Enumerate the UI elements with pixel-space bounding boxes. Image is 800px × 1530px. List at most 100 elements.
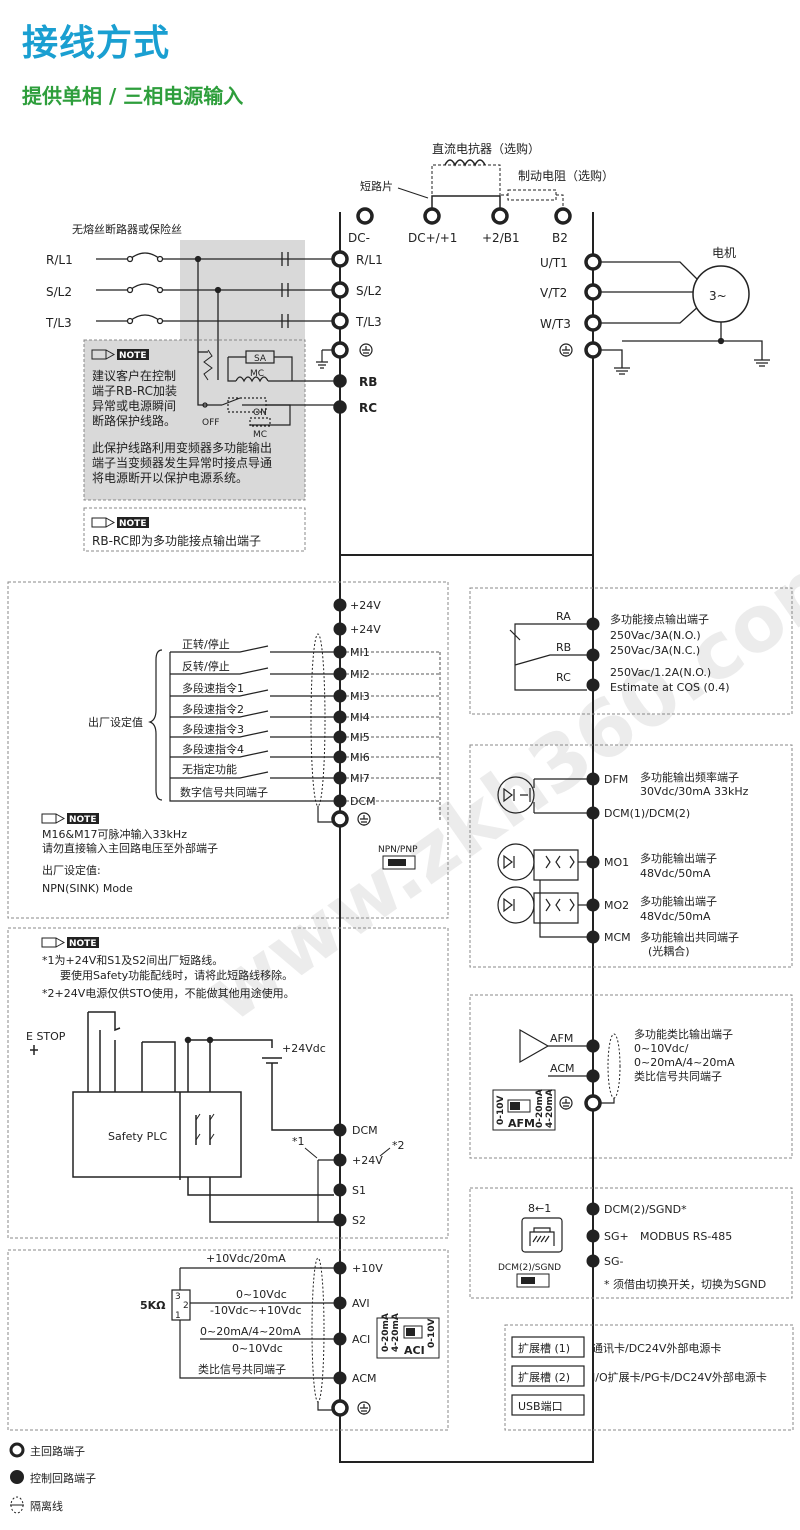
dc-terminals [356,207,572,225]
off-label: OFF [202,418,219,428]
term-rc: RC [359,401,377,415]
term-mi7: MI7 [350,772,370,785]
aci-sw-b: 4-20mA [391,1313,401,1352]
term-dcm: DCM [350,795,376,808]
note1-line4: 断路保护线路。 [92,413,176,428]
legend-main: 主回路端子 [30,1445,85,1458]
mark-1: *1 [292,1135,305,1148]
avi-range-1: 0~10Vdc [236,1288,287,1301]
afm-sw-right1: 0-20mA [535,1089,545,1128]
term-b2: B2 [552,231,568,245]
digital-input-section [7,581,449,919]
pot-pin-2: 2 [183,1301,189,1311]
term-s2: S2 [352,1214,366,1227]
analog-output-section [469,994,793,1159]
sgnd-switch-label: DCM(2)/SGND [498,1263,561,1273]
dfm-desc-1: 多功能输出频率端子 [640,770,739,784]
term-rb: RB [359,375,377,389]
svg-text:NOTE: NOTE [69,815,96,825]
di-label-6: 多段速指令4 [182,742,244,756]
afm-switch[interactable] [492,1089,556,1131]
motor-ground-icon [559,343,573,357]
safety-note-3: *2+24V电源仅供STO使用，不能做其他用途使用。 [42,986,295,1000]
afm-desc-2: 0~10Vdc/ [634,1042,689,1055]
breaker-label: 无熔丝断路器或保险丝 [72,222,182,236]
term-mo2: MO2 [604,899,629,912]
estop-label: E STOP [26,1030,66,1043]
term-ra: RA [556,610,571,623]
mo2-desc-1: 多功能输出端子 [640,894,717,908]
input-t: T/L3 [45,316,72,330]
page-subtitle: 提供单相 / 三相电源输入 [22,84,244,108]
di-label-5: 多段速指令3 [182,722,244,736]
di-default-line2: NPN(SINK) Mode [42,882,133,895]
term-rl1: R/L1 [356,253,383,267]
slot-1-label: 扩展槽 (1) [518,1341,570,1355]
aci-sw-name: ACI [404,1344,425,1357]
slot-2-box [511,1365,585,1387]
pot-label: 5KΩ [140,1299,166,1312]
di-note-badge: NOTE [41,813,99,825]
term-avi: AVI [352,1297,370,1310]
ground-icon [316,343,373,369]
dc-reactor-label: 直流电抗器（选购） [432,141,540,156]
aci-switch[interactable] [376,1317,440,1359]
safety-terminals [333,1123,347,1227]
relay-desc-4: 250Vac/1.2A(N.O.) [610,666,711,679]
npn-pnp-switch[interactable] [382,855,416,870]
page-title: 接线方式 [22,23,171,64]
aci-sw-c: 0-10V [427,1318,437,1348]
brake-resistor-label: 制动电阻（选购） [518,168,614,183]
note1-line1: 建议客户在控制 [92,368,176,383]
svg-text:NOTE: NOTE [119,351,146,361]
comm-terminals [586,1202,600,1268]
sgnd-switch[interactable] [516,1273,550,1288]
motor-symbol: 3~ [709,289,727,303]
di-label-4: 多段速指令2 [182,702,244,716]
main-terminals-left [331,250,349,414]
term-dcm12: DCM(1)/DCM(2) [604,807,690,820]
expansion-section [504,1324,794,1431]
mo-section [469,744,793,968]
safety-note-1: *1为+24V和S1及S2间出厂短路线。 [42,953,223,967]
usb-label: USB端口 [518,1400,563,1413]
term-acm-out: ACM [550,1062,575,1075]
note1-line5: 此保护线路利用变频器多功能输出 [92,440,272,455]
term-24v-b: +24V [350,623,381,636]
di-default-line1: 出厂设定值: [42,863,101,877]
di-label-1: 正转/停止 [182,637,230,651]
relay-section [469,587,793,715]
afm-desc-3: 0~20mA/4~20mA [634,1056,735,1069]
pot-pin-3: 3 [175,1292,181,1302]
aci-range-2: 0~10Vdc [232,1342,283,1355]
relay-terminals [586,617,600,692]
avi-range-2: -10Vdc~+10Vdc [210,1304,302,1317]
jumper-bar [431,195,501,209]
modbus-label: MODBUS RS-485 [640,1230,732,1243]
term-mo1: MO1 [604,856,629,869]
input-r: R/L1 [46,253,73,267]
ai-wiring [171,1257,334,1411]
input-s: S/L2 [46,285,72,299]
term-acm-in: ACM [352,1372,377,1385]
pot-pin-1: 1 [175,1311,181,1321]
mo2-desc-2: 48Vdc/50mA [640,910,711,923]
ai-ground-icon [357,1401,371,1415]
ai-top-label: +10Vdc/20mA [206,1252,286,1265]
svg-text:NOTE: NOTE [119,519,146,529]
motor-wires [600,261,770,375]
term-mcm: MCM [604,931,631,944]
rj45-label: 8←1 [528,1202,551,1215]
slot-2-desc: I/O扩展卡/PG卡/DC24V外部电源卡 [592,1370,767,1384]
term-dc-minus: DC- [348,231,370,245]
term-ut1: U/T1 [540,256,568,270]
safety-plc-label: Safety PLC [108,1130,167,1143]
term-24v-a: +24V [350,599,381,612]
term-10v: +10V [352,1262,383,1275]
motor-label: 电机 [712,246,736,260]
slot-1-desc: 通讯卡/DC24V外部电源卡 [592,1341,721,1355]
mark-2: *2 [392,1139,405,1152]
mcm-desc-2: (光耦合) [648,944,690,958]
di-label-3: 多段速指令1 [182,681,244,695]
